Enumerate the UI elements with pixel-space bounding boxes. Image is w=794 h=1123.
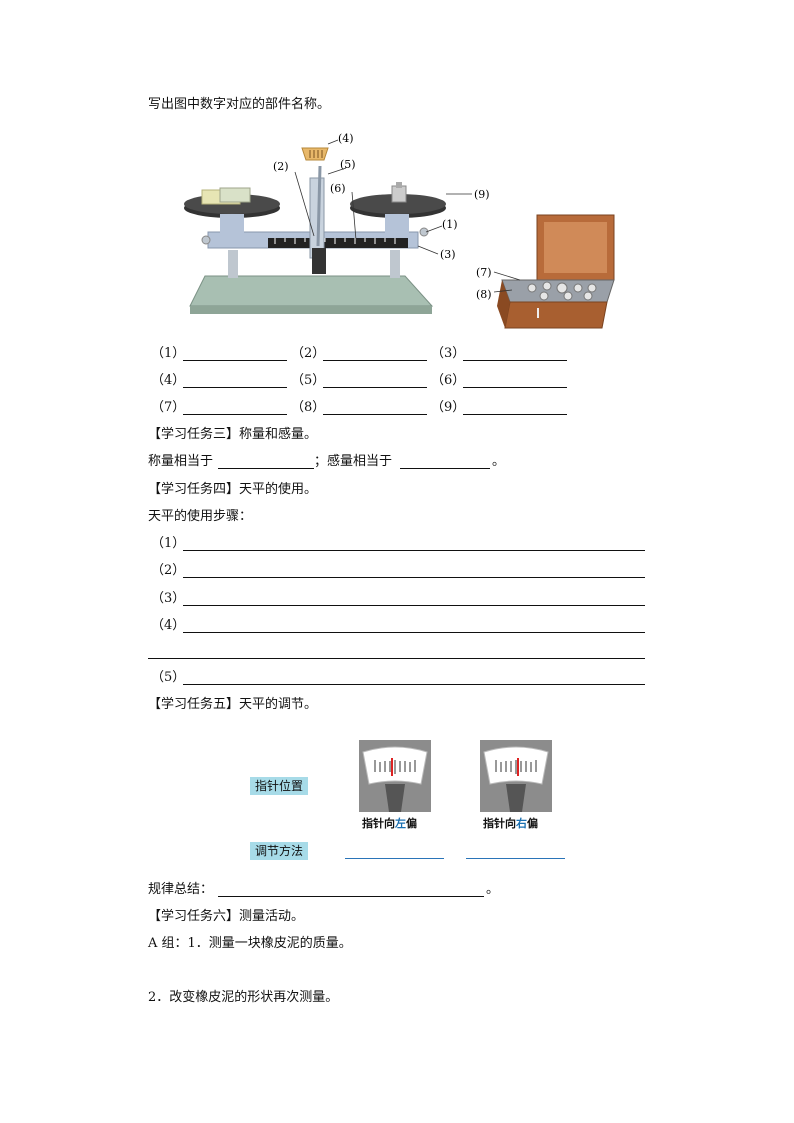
right-caption: 指针向右偏	[483, 817, 538, 830]
task6-item2: 2．改变橡皮泥的形状再次测量。	[148, 990, 339, 1005]
blank-1-label: （1）	[151, 346, 186, 361]
task3-blank-b[interactable]	[400, 468, 490, 469]
task4-title: 【学习任务四】天平的使用。	[148, 482, 318, 497]
pointer-right-dial	[480, 740, 552, 812]
step-5-label: （5）	[151, 670, 186, 685]
task6-item1: A 组：1．测量一块橡皮泥的质量。	[148, 936, 352, 951]
task4-subtitle: 天平的使用步骤：	[148, 509, 253, 524]
step-1-label: （1）	[151, 536, 186, 551]
blank-5-label: （5）	[291, 373, 326, 388]
blank-2-line[interactable]	[323, 360, 427, 361]
label-3: (3)	[440, 248, 456, 261]
label-6: (6)	[330, 182, 346, 195]
label-1: (1)	[442, 218, 458, 231]
blank-3-label: （3）	[431, 346, 466, 361]
task5-title: 【学习任务五】天平的调节。	[148, 697, 318, 712]
blank-7-label: （7）	[151, 400, 186, 415]
label-2: (2)	[273, 160, 289, 173]
task3-blank-a[interactable]	[218, 468, 314, 469]
blank-9-label: （9）	[431, 400, 466, 415]
weight-box-figure: (7) (8)	[476, 214, 615, 329]
step-1-line[interactable]	[183, 550, 645, 551]
step-5-line[interactable]	[183, 684, 645, 685]
blank-7-line[interactable]	[183, 414, 287, 415]
label-7: (7)	[476, 266, 492, 279]
step-2-line[interactable]	[183, 577, 645, 578]
label-9: (9)	[474, 188, 490, 201]
task3-title: 【学习任务三】称量和感量。	[148, 427, 318, 442]
step-3-label: （3）	[151, 591, 186, 606]
left-caption: 指针向左偏	[362, 817, 417, 830]
blank-1-line[interactable]	[183, 360, 287, 361]
summary-end: 。	[486, 882, 500, 897]
pointer-left-dial	[359, 740, 431, 812]
blank-4-line[interactable]	[183, 387, 287, 388]
summary-label: 规律总结：	[148, 882, 214, 897]
task6-title: 【学习任务六】测量活动。	[148, 909, 305, 924]
blank-3-line[interactable]	[463, 360, 567, 361]
method-left-blank[interactable]	[345, 858, 444, 859]
step-4-label: （4）	[151, 618, 186, 633]
blank-6-label: （6）	[431, 373, 466, 388]
balance-figure: (4) (2) (5) (6) (9) (1) (3)	[184, 132, 490, 314]
label-4: (4)	[338, 132, 354, 145]
step-2-label: （2）	[151, 563, 186, 578]
summary-blank[interactable]	[218, 896, 484, 897]
step-3-line[interactable]	[183, 605, 645, 606]
task3-line-b: ；感量相当于	[314, 454, 393, 469]
blank-8-line[interactable]	[323, 414, 427, 415]
blank-5-line[interactable]	[323, 387, 427, 388]
adjust-method-label: 调节方法	[250, 842, 309, 860]
blank-9-line[interactable]	[463, 414, 567, 415]
step-4-line[interactable]	[183, 632, 645, 633]
blank-6-line[interactable]	[463, 387, 567, 388]
task3-line-a: 称量相当于	[148, 454, 214, 469]
label-5: (5)	[340, 158, 356, 171]
blank-4-label: （4）	[151, 373, 186, 388]
task3-end: 。	[492, 454, 506, 469]
intro-text: 写出图中数字对应的部件名称。	[148, 97, 331, 112]
step-4-line-2[interactable]	[148, 658, 645, 659]
label-8: (8)	[476, 288, 492, 301]
blank-8-label: （8）	[291, 400, 326, 415]
pointer-position-label: 指针位置	[250, 777, 309, 795]
method-right-blank[interactable]	[466, 858, 565, 859]
blank-2-label: （2）	[291, 346, 326, 361]
